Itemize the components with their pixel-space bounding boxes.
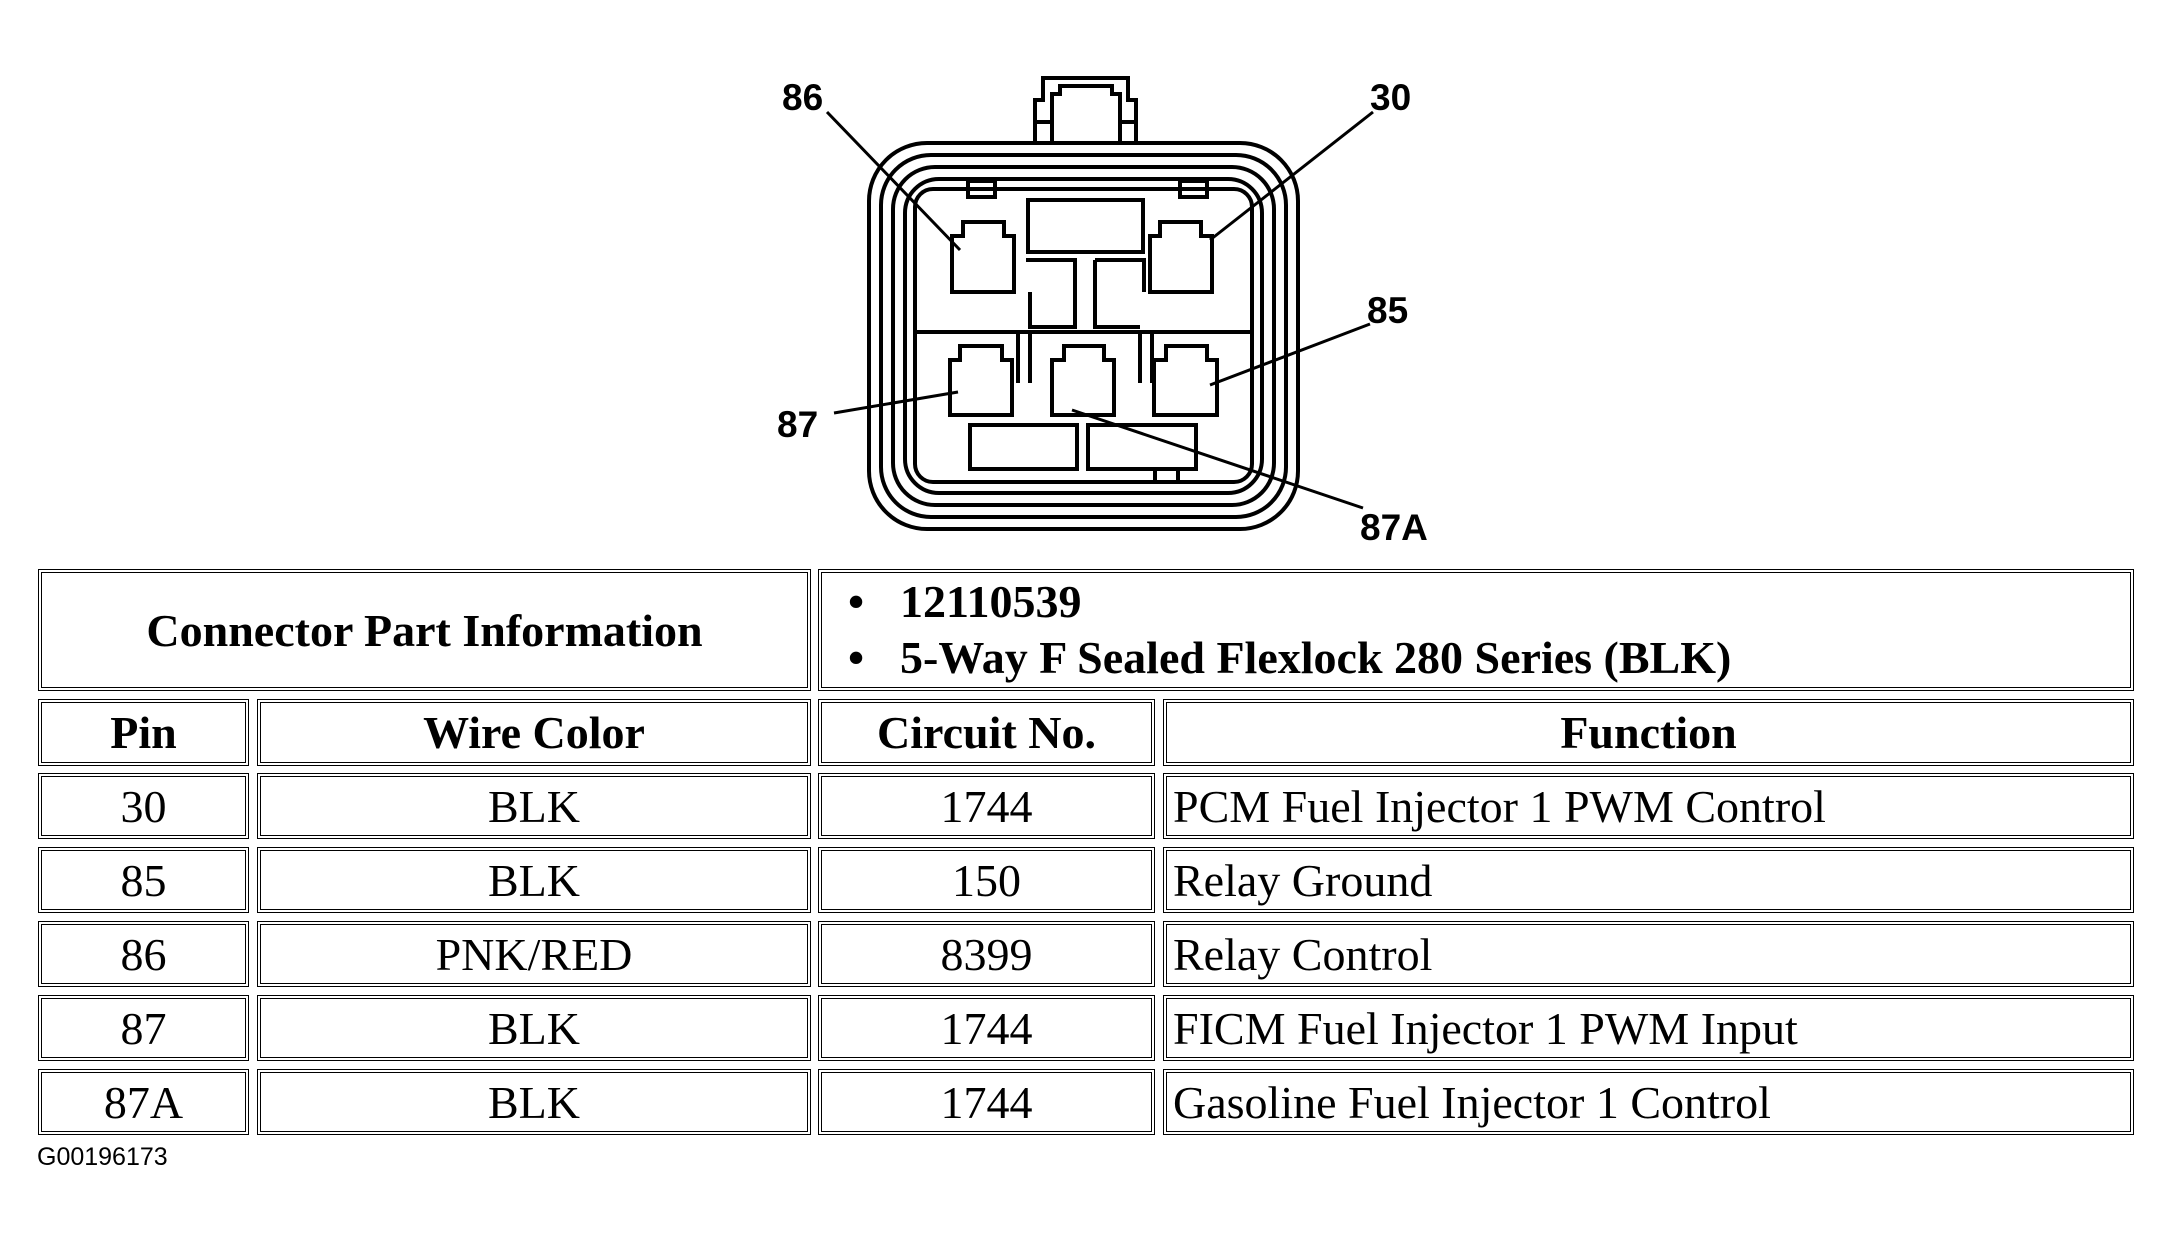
pin-cell: 87 — [38, 995, 249, 1061]
pin-label-85: 85 — [1367, 290, 1408, 331]
terminal-30 — [1148, 220, 1214, 294]
circuit-cell: 1744 — [818, 773, 1155, 839]
latch-tab — [1033, 76, 1138, 145]
wire-color-cell: BLK — [257, 995, 811, 1061]
circuit-cell: 1744 — [818, 995, 1155, 1061]
pin-label-86: 86 — [782, 77, 823, 118]
function-cell: Gasoline Fuel Injector 1 Control — [1163, 1069, 2134, 1135]
column-header-function: Function — [1163, 699, 2134, 766]
function-cell: FICM Fuel Injector 1 PWM Input — [1163, 995, 2134, 1061]
connector-info-heading: Connector Part Information — [38, 569, 811, 691]
connector-housing — [867, 141, 1300, 531]
wire-color-cell: BLK — [257, 773, 811, 839]
terminal-85 — [1152, 344, 1219, 417]
terminal-87a — [1050, 344, 1116, 417]
function-cell: Relay Control — [1163, 921, 2134, 987]
pin-label-87: 87 — [777, 404, 818, 445]
part-number: 12110539 — [848, 574, 1082, 630]
pin-label-87a: 87A — [1360, 507, 1428, 548]
circuit-cell: 150 — [818, 847, 1155, 913]
column-header-wire-color: Wire Color — [257, 699, 811, 766]
connector-description: 5-Way F Sealed Flexlock 280 Series (BLK) — [848, 630, 1731, 686]
pin-label-30: 30 — [1370, 77, 1411, 118]
column-header-pin: Pin — [38, 699, 249, 766]
connector-info-details: 12110539 5-Way F Sealed Flexlock 280 Ser… — [818, 569, 2134, 691]
wire-color-cell: PNK/RED — [257, 921, 811, 987]
column-header-circuit: Circuit No. — [818, 699, 1155, 766]
terminal-87 — [948, 344, 1014, 417]
pin-cell: 30 — [38, 773, 249, 839]
figure-id: G00196173 — [37, 1143, 168, 1171]
connector-face-diagram: 86 30 85 87 87A — [777, 76, 1428, 548]
pin-cell: 86 — [38, 921, 249, 987]
pin-cell: 87A — [38, 1069, 249, 1135]
circuit-cell: 1744 — [818, 1069, 1155, 1135]
circuit-cell: 8399 — [818, 921, 1155, 987]
terminal-86 — [950, 220, 1016, 294]
pin-cell: 85 — [38, 847, 249, 913]
wire-color-cell: BLK — [257, 847, 811, 913]
function-cell: Relay Ground — [1163, 847, 2134, 913]
wire-color-cell: BLK — [257, 1069, 811, 1135]
function-cell: PCM Fuel Injector 1 PWM Control — [1163, 773, 2134, 839]
